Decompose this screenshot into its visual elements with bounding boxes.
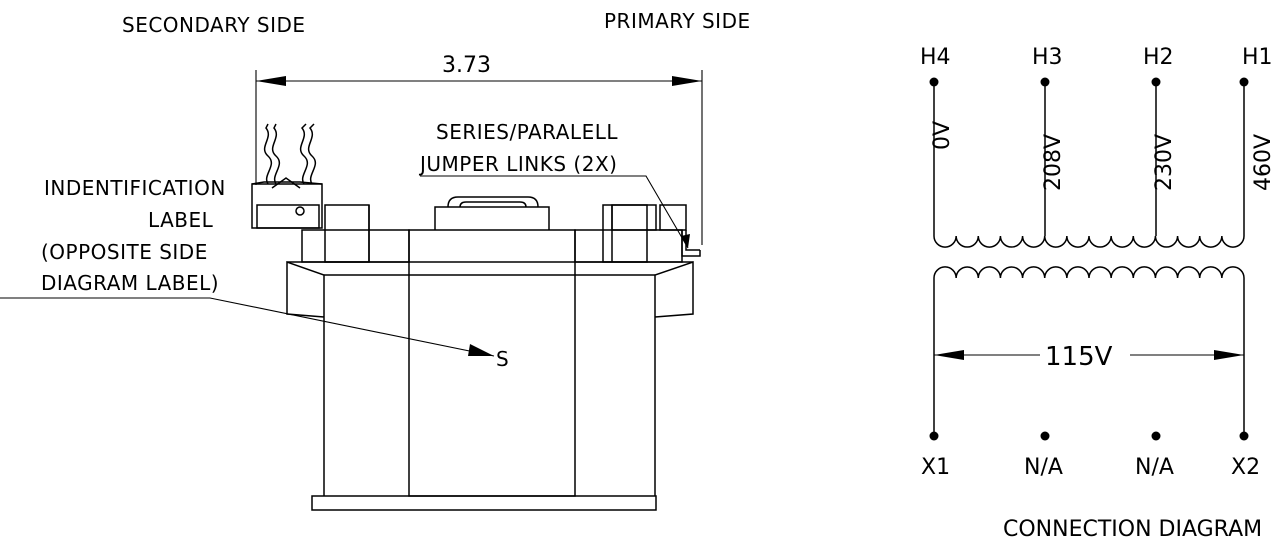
transformer-side-view: SECONDARY SIDE PRIMARY SIDE 3.73 SERIES/… (0, 9, 751, 511)
jumper-leader (420, 175, 689, 249)
secondary-winding (933, 266, 1245, 279)
secondary-side-label: SECONDARY SIDE (122, 13, 306, 37)
ident-label-line4: DIAGRAM LABEL) (41, 271, 219, 295)
jumper-label-line2: JUMPER LINKS (2X) (418, 152, 617, 176)
terminal-h1-label: H1 (1242, 45, 1273, 70)
primary-winding (933, 235, 1245, 248)
terminal-x1-label: X1 (921, 455, 950, 480)
transformer-body (251, 123, 701, 511)
voltage-460v: 460V (1251, 134, 1276, 191)
secondary-voltage-dimension: 115V (934, 342, 1244, 372)
voltage-230v: 230V (1152, 134, 1177, 191)
jumper-label-line1: SERIES/PARALELL (436, 120, 618, 144)
terminal-h4-label: H4 (920, 45, 951, 70)
width-dimension: 3.73 (255, 53, 703, 245)
ident-label-line1: INDENTIFICATION (44, 176, 226, 200)
terminal-na-2-label: N/A (1135, 455, 1174, 480)
voltage-0v: 0V (930, 121, 955, 150)
s-mark: S (496, 347, 509, 371)
secondary-voltage-label: 115V (1045, 342, 1113, 372)
connection-diagram: H4 H3 H2 H1 0V 208V 230V 460V 115V (920, 45, 1276, 542)
ident-label-line3: (OPPOSITE SIDE (41, 240, 208, 264)
terminal-h3-label: H3 (1032, 45, 1063, 70)
voltage-208v: 208V (1041, 134, 1066, 191)
connection-diagram-title: CONNECTION DIAGRAM (1003, 517, 1262, 542)
dimension-value: 3.73 (442, 53, 491, 78)
primary-side-label: PRIMARY SIDE (604, 9, 751, 33)
ident-leader (0, 297, 495, 357)
ident-label-line2: LABEL (148, 208, 214, 232)
terminal-x2-label: X2 (1231, 455, 1260, 480)
terminal-h2-label: H2 (1143, 45, 1174, 70)
terminal-na-1-label: N/A (1024, 455, 1063, 480)
